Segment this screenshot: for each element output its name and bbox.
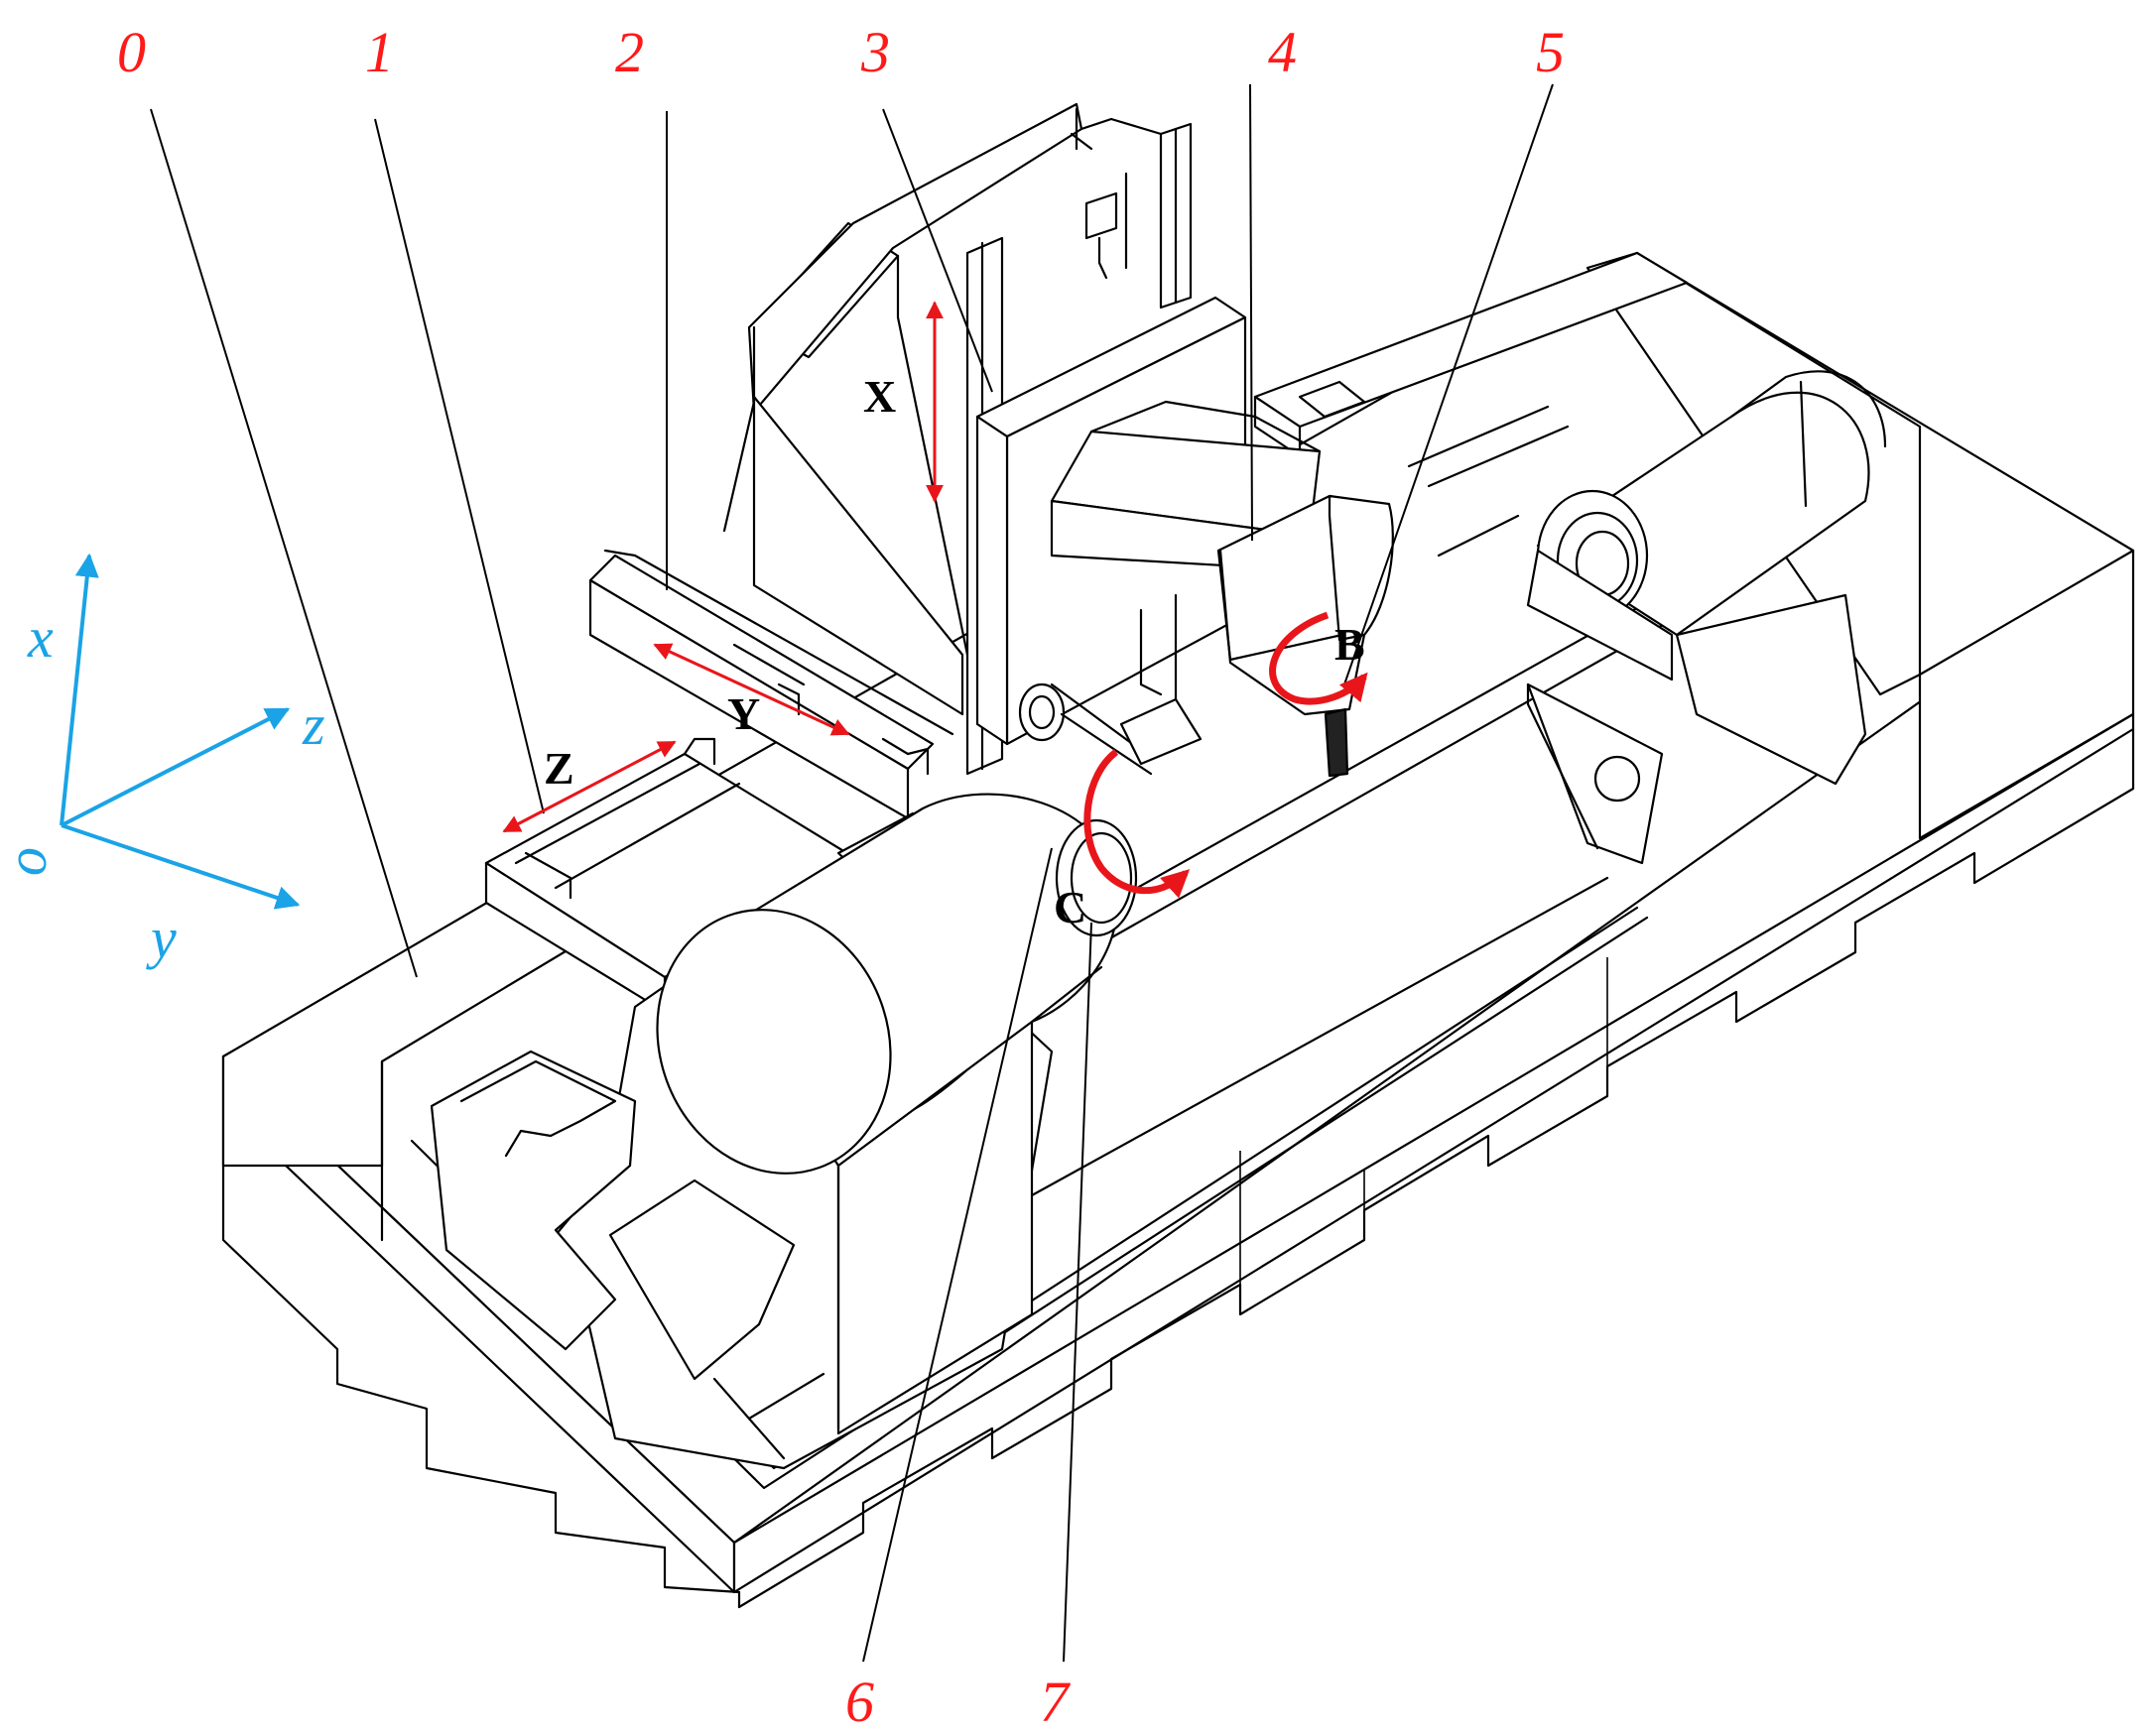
rear-guideways	[1253, 251, 1689, 558]
callout-6: 6	[845, 1670, 874, 1734]
leader-4	[1249, 83, 1253, 542]
labels: 0 1 2 3 4 5 6 7 X Y Z B C x z y o	[6, 20, 1565, 1734]
headstock	[430, 793, 1138, 1470]
motion-arrows	[502, 301, 1368, 899]
callout-2: 2	[615, 20, 644, 84]
callout-4: 4	[1268, 20, 1297, 84]
axis-label-b: B	[1334, 619, 1365, 670]
axis-label-z: Z	[544, 743, 574, 794]
callout-3: 3	[860, 20, 890, 84]
c-rotation-arrow	[1083, 749, 1191, 899]
z-axis-arrow	[502, 740, 677, 833]
frame-y-arrow	[61, 823, 301, 910]
frame-label-y: y	[146, 906, 177, 970]
axis-label-c: C	[1054, 882, 1086, 932]
leader-6	[862, 847, 1053, 1663]
y-axis-arrow	[653, 643, 850, 736]
frame-label-x: x	[27, 605, 54, 670]
frame-label-origin: o	[6, 847, 70, 876]
callout-5: 5	[1536, 20, 1565, 84]
callout-1: 1	[365, 20, 394, 84]
tailstock	[1526, 370, 1887, 865]
axis-label-y: Y	[727, 688, 760, 739]
leader-1	[374, 118, 545, 814]
leader-lines	[150, 83, 1554, 1663]
auxiliary-spindle	[1018, 682, 1203, 776]
frame-label-z: z	[302, 692, 325, 757]
leader-3	[882, 108, 993, 393]
b-rotation-arrow	[1269, 611, 1368, 705]
leader-0	[150, 108, 418, 978]
axis-label-x: X	[863, 371, 896, 422]
callout-0: 0	[117, 20, 146, 84]
frame-z-arrow	[61, 707, 291, 827]
frame-x-arrow	[60, 553, 99, 826]
leader-5	[1343, 83, 1554, 685]
coordinate-frame	[60, 553, 301, 910]
leader-7	[1063, 922, 1092, 1663]
callout-7: 7	[1040, 1670, 1071, 1734]
